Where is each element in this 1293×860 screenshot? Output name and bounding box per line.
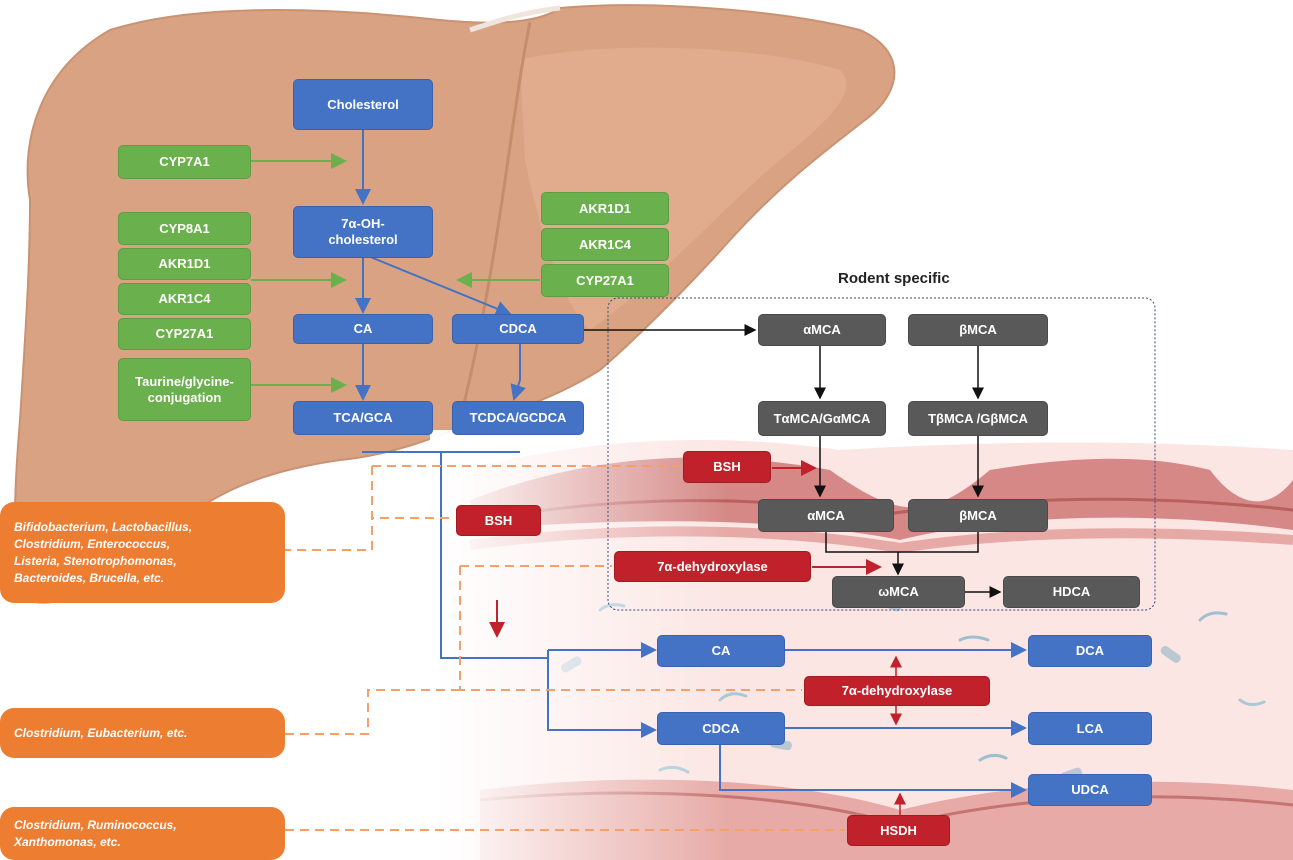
dca-node: DCA [1028,635,1152,667]
enzyme-akr1c4-left: AKR1C4 [118,283,251,315]
liver-ligament [458,21,532,421]
hsdh-enzyme: HSDH [847,815,950,846]
bacteria-group-bsh: Bifidobacterium, Lactobacillus, Clostrid… [0,502,285,603]
enzyme-akr1d1-right: AKR1D1 [541,192,669,225]
7a-dehydroxylase-enzyme: 7α-dehydroxylase [804,676,990,706]
enzyme-cyp27a1-left: CYP27A1 [118,318,251,350]
rodent-specific-title: Rodent specific [838,270,950,287]
ca-intestine-node: CA [657,635,785,667]
7a-dehydroxylase-rodent-enzyme: 7α-dehydroxylase [614,551,811,582]
udca-node: UDCA [1028,774,1152,806]
7a-oh-cholesterol-node: 7α-OH- cholesterol [293,206,433,258]
bmca-top-node: βMCA [908,314,1048,346]
tbmca-gbmca-node: TβMCA /GβMCA [908,401,1048,436]
bacteria-group-hsdh: Clostridium, Ruminococcus, Xanthomonas, … [0,807,285,860]
bsh-rodent-enzyme: BSH [683,451,771,483]
cdca-liver-node: CDCA [452,314,584,344]
lca-node: LCA [1028,712,1152,745]
cdca-intestine-node: CDCA [657,712,785,745]
bacteria-group-dehydroxylase: Clostridium, Eubacterium, etc. [0,708,285,758]
amca-node: αMCA [758,499,894,532]
enzyme-cyp7a1: CYP7A1 [118,145,251,179]
enzyme-cyp8a1: CYP8A1 [118,212,251,245]
bmca-node: βMCA [908,499,1048,532]
enzyme-akr1d1-left: AKR1D1 [118,248,251,280]
enzyme-akr1c4-right: AKR1C4 [541,228,669,261]
bsh-enzyme: BSH [456,505,541,536]
tamca-gamca-node: TαMCA/GαMCA [758,401,886,436]
cholesterol-node: Cholesterol [293,79,433,130]
tcdca-gcdca-node: TCDCA/GCDCA [452,401,584,435]
intestine-illustration [430,430,1293,860]
enzyme-conjugation: Taurine/glycine- conjugation [118,358,251,421]
amca-top-node: αMCA [758,314,886,346]
ca-liver-node: CA [293,314,433,344]
hdca-node: HDCA [1003,576,1140,608]
tca-gca-node: TCA/GCA [293,401,433,435]
wmca-node: ωMCA [832,576,965,608]
enzyme-cyp27a1-right: CYP27A1 [541,264,669,297]
